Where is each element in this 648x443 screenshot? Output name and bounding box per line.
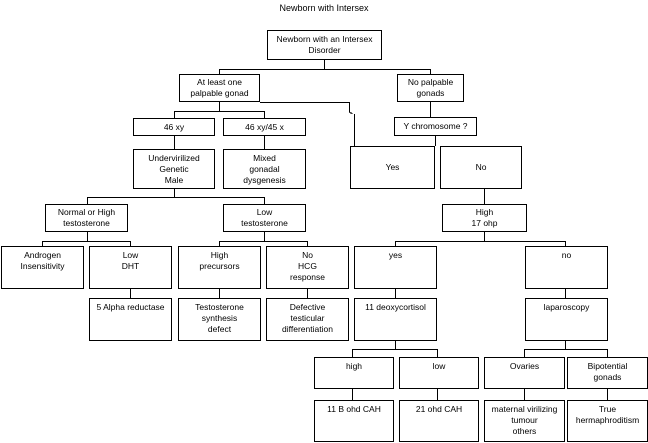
node-no: No bbox=[440, 146, 522, 189]
node-androgen-insensitivity: Androgen Insensitivity bbox=[1, 246, 84, 289]
connector-palpable bbox=[174, 102, 265, 118]
node-ovaries: Ovaries bbox=[484, 357, 565, 389]
connector-palpable-to-yes bbox=[260, 102, 355, 146]
node-root: Newborn with an Intersex Disorder bbox=[267, 30, 382, 60]
node-no-palpable-gonads: No palpable gonads bbox=[397, 74, 464, 102]
node-palpable-gonad: At least one palpable gonad bbox=[179, 74, 260, 102]
node-low: low bbox=[399, 357, 479, 389]
node-testosterone-synthesis-defect: Testosterone synthesis defect bbox=[178, 298, 261, 341]
node-undervirilized: Undervirilized Genetic Male bbox=[133, 149, 215, 189]
connector-root bbox=[219, 60, 431, 74]
connector-17ohp bbox=[395, 232, 566, 246]
connector-deoxycortisol bbox=[352, 341, 438, 357]
node-low-dht: Low DHT bbox=[89, 246, 172, 289]
diagram-title: Newborn with Intersex bbox=[279, 3, 369, 13]
node-no-17ohp: no bbox=[525, 246, 608, 289]
node-y-chromosome: Y chromosome ? bbox=[394, 117, 477, 136]
node-true-hermaphroditism: True hermaphroditism bbox=[567, 400, 648, 442]
node-21-ohd-cah: 21 ohd CAH bbox=[399, 400, 479, 442]
node-bipotential-gonads: Bipotential gonads bbox=[567, 357, 648, 389]
node-11-deoxycortisol: 11 deoxycortisol bbox=[354, 298, 437, 341]
node-laparoscopy: laparoscopy bbox=[525, 298, 608, 341]
node-high-17ohp: High 17 ohp bbox=[442, 204, 527, 232]
connector-laparoscopy bbox=[524, 341, 608, 357]
node-high-precursors: High precursors bbox=[178, 246, 261, 289]
node-maternal-virilizing-tumour: maternal virilizing tumour others bbox=[484, 400, 565, 442]
node-mixed-dysgenesis: Mixed gonadal dysgenesis bbox=[223, 149, 306, 189]
node-defective-testicular-differentiation: Defective testicular differentiation bbox=[266, 298, 349, 341]
node-normal-high-testosterone: Normal or High testosterone bbox=[45, 204, 128, 232]
node-yes: Yes bbox=[350, 146, 435, 189]
connector-undervirilized bbox=[87, 189, 265, 204]
node-46xy: 46 xy bbox=[133, 118, 215, 136]
node-11b-ohd-cah: 11 B ohd CAH bbox=[314, 400, 394, 442]
node-46xy-45x: 46 xy/45 x bbox=[223, 118, 306, 136]
node-no-hcg-response: No HCG response bbox=[266, 246, 349, 289]
node-low-testosterone: Low testosterone bbox=[223, 204, 306, 232]
connector-normal-high bbox=[42, 232, 131, 246]
node-5-alpha-reductase: 5 Alpha reductase bbox=[89, 298, 172, 341]
connector-low-t bbox=[219, 232, 308, 246]
node-high: high bbox=[314, 357, 394, 389]
node-yes-17ohp: yes bbox=[354, 246, 437, 289]
